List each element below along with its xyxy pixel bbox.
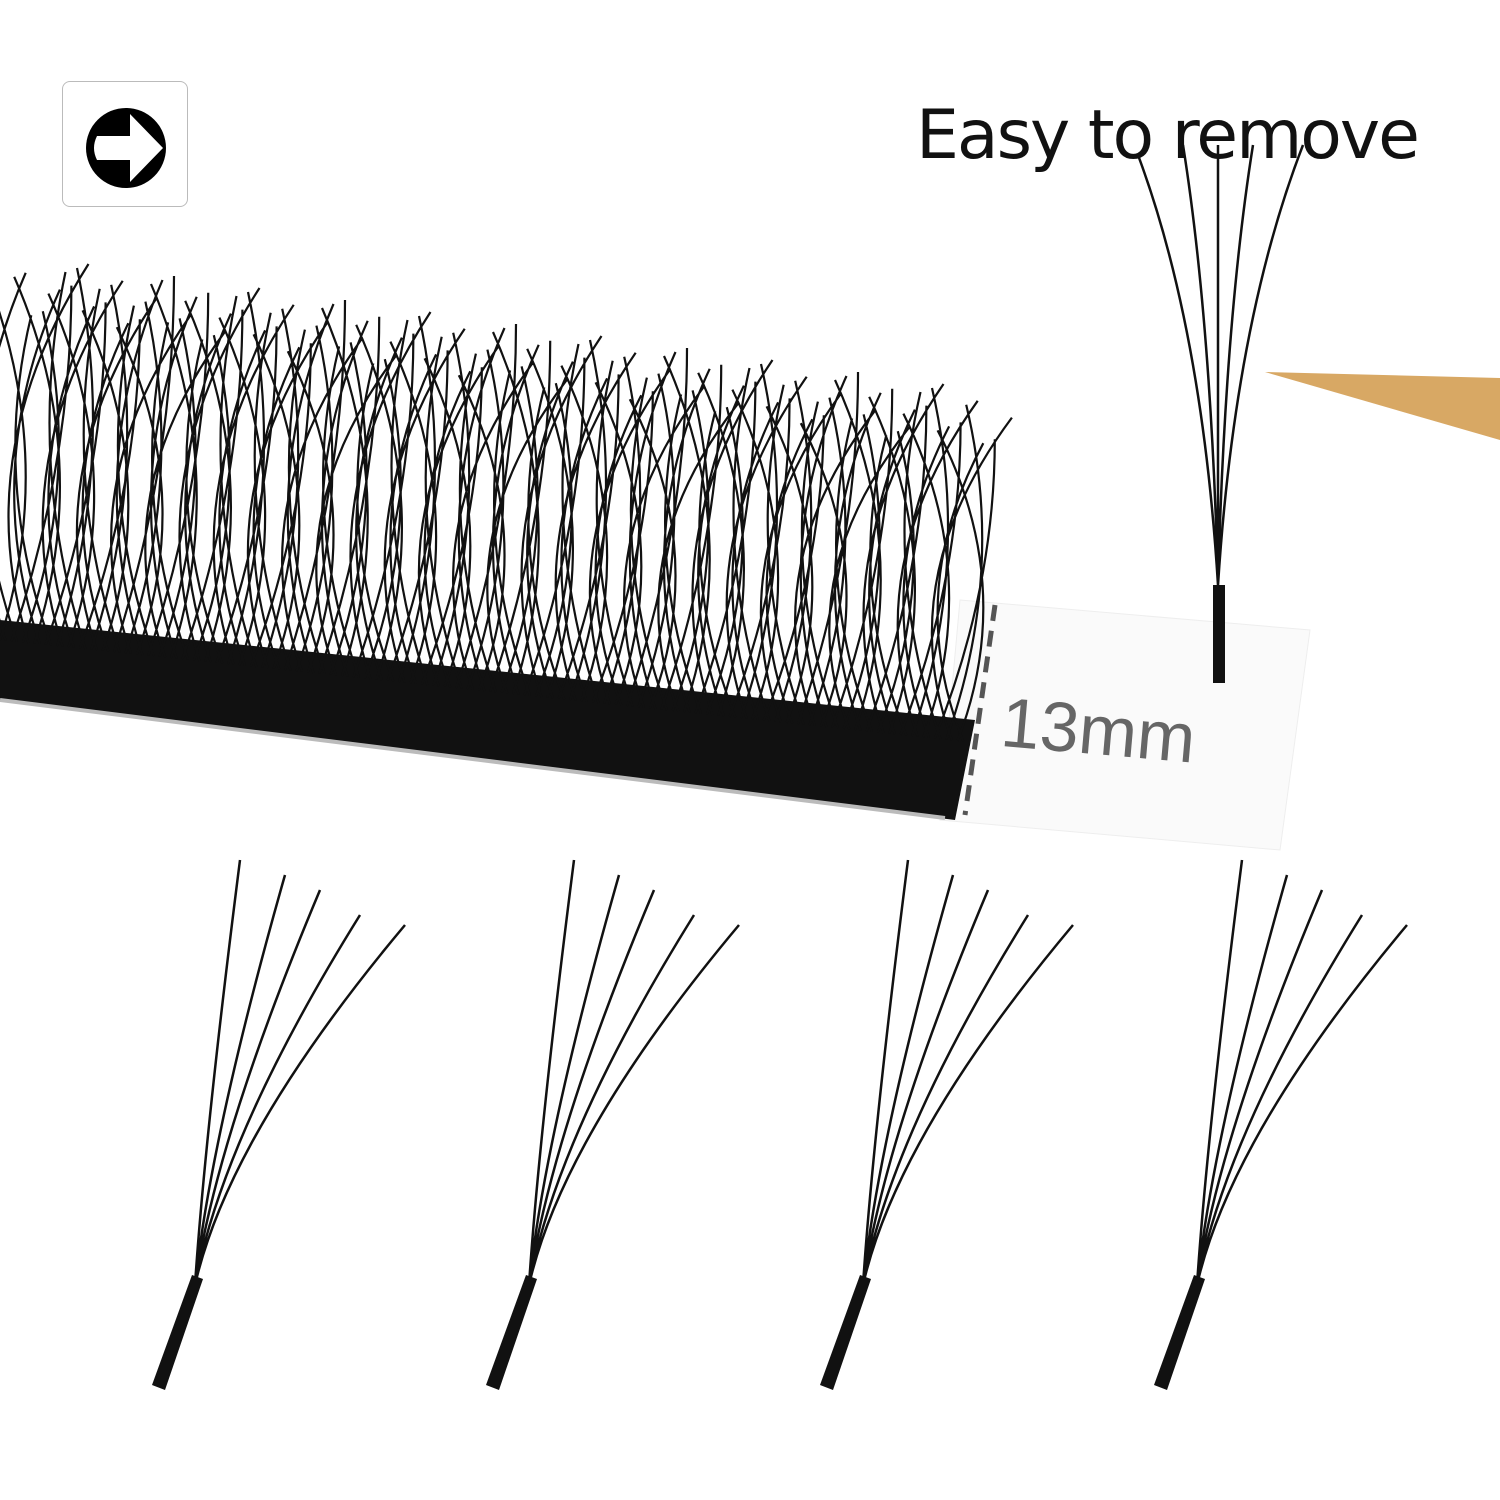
arrow-right-circle-icon bbox=[86, 108, 166, 188]
direction-badge bbox=[62, 81, 188, 207]
fan-1-fibers bbox=[193, 859, 406, 1286]
fan-2-fibers bbox=[527, 859, 740, 1286]
fan-3-fibers bbox=[861, 859, 1074, 1286]
fan-1-base bbox=[152, 1275, 203, 1390]
length-label: 13mm bbox=[998, 682, 1199, 778]
lash-strip-base bbox=[0, 620, 975, 820]
tweezer bbox=[1265, 372, 1500, 440]
top-fan-fibers bbox=[1136, 144, 1305, 586]
fan-3-base bbox=[820, 1275, 871, 1390]
fan-4-fibers bbox=[1195, 859, 1408, 1286]
fan-2-base bbox=[486, 1275, 537, 1390]
lash-strip-tape bbox=[0, 698, 946, 820]
length-marker bbox=[962, 604, 998, 816]
top-fan-base bbox=[1213, 585, 1225, 683]
fan-4-base bbox=[1154, 1275, 1205, 1390]
headline: Easy to remove bbox=[915, 96, 1420, 175]
strip-lashes bbox=[0, 263, 1013, 742]
